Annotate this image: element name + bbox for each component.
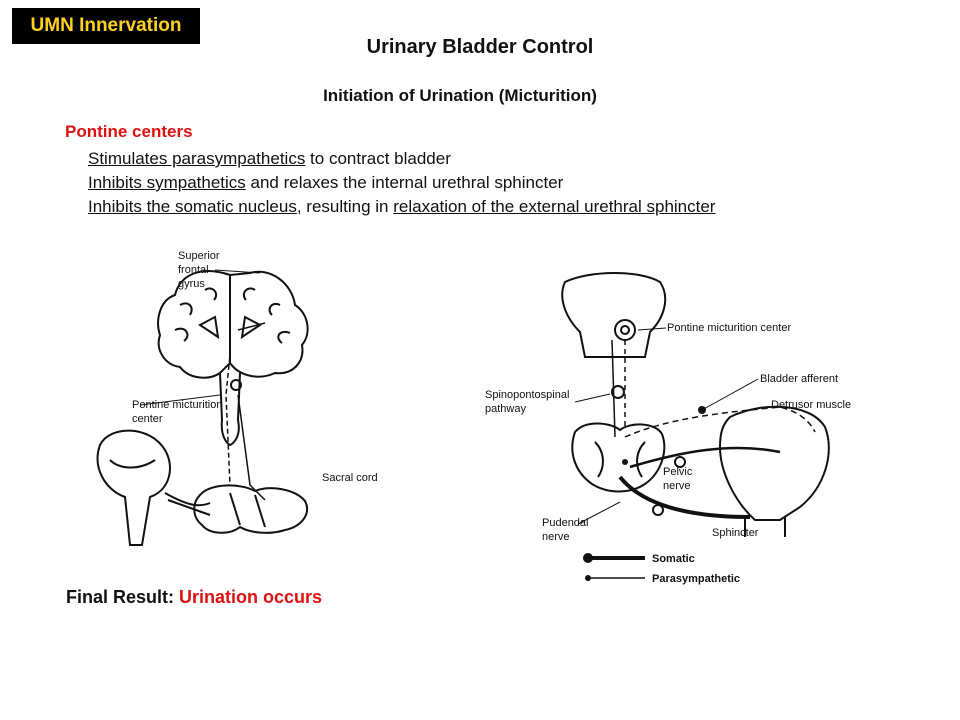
- bullet-3-middle: , resulting in: [296, 197, 394, 216]
- bladder-outline: [718, 405, 830, 521]
- bullet-2-underlined: Inhibits sympathetics: [88, 173, 246, 192]
- legend-parasympathetic: Parasympathetic: [652, 573, 740, 585]
- bullet-line-1: Stimulates parasympathetics to contract …: [88, 147, 715, 171]
- label-pudendal-nerve-1: Pudendal: [542, 517, 589, 529]
- final-result-value: Urination occurs: [179, 587, 323, 607]
- label-pelvic-nerve-2: nerve: [663, 480, 691, 492]
- pons-section: [561, 272, 667, 358]
- bullet-1-underlined: Stimulates parasympathetics: [88, 149, 306, 168]
- right-diagram: Pontine micturition center Bladder affer…: [485, 272, 851, 585]
- bullet-1-rest: to contract bladder: [305, 149, 451, 168]
- page-subtitle: Initiation of Urination (Micturition): [323, 86, 597, 105]
- label-pontine-center-1: Pontine micturition: [132, 399, 223, 411]
- brainstem: [219, 372, 241, 447]
- label-pudendal-nerve-2: nerve: [542, 531, 570, 543]
- label-spinopontospinal-2: pathway: [485, 403, 526, 415]
- bullet-3-underlined-1: Inhibits the somatic nucleus: [88, 197, 297, 216]
- label-superior: Superior: [178, 250, 220, 262]
- bullet-list: Stimulates parasympathetics to contract …: [88, 147, 715, 219]
- spinal-cord-section: [571, 422, 666, 493]
- left-diagram: Superior frontal gyrus Pontine micturiti…: [96, 250, 378, 546]
- label-pontine-center-2: center: [132, 413, 163, 425]
- label-gyrus: gyrus: [178, 278, 205, 290]
- label-frontal: frontal: [178, 264, 209, 276]
- label-sphincter: Sphincter: [712, 527, 759, 539]
- label-pontine-micturition-center: Pontine micturition center: [667, 322, 791, 334]
- label-pelvic-nerve-1: Pelvic: [663, 466, 693, 478]
- label-spinopontospinal-1: Spinopontospinal: [485, 389, 569, 401]
- legend-somatic: Somatic: [652, 553, 695, 565]
- bullet-3-underlined-2: relaxation of the external urethral sphi…: [393, 197, 716, 216]
- section-heading: Pontine centers: [65, 122, 193, 141]
- bullet-line-2: Inhibits sympathetics and relaxes the in…: [88, 171, 715, 195]
- label-detrusor-muscle: Detrusor muscle: [771, 399, 851, 411]
- bullet-line-3: Inhibits the somatic nucleus, resulting …: [88, 195, 715, 219]
- label-bladder-afferent: Bladder afferent: [760, 373, 838, 385]
- label-sacral-cord: Sacral cord: [322, 472, 378, 484]
- final-result-label: Final Result:: [66, 587, 180, 607]
- section-badge: UMN Innervation: [12, 8, 200, 44]
- sacral-cord-outline: [193, 484, 308, 534]
- page-title: Urinary Bladder Control: [366, 36, 594, 58]
- bullet-2-rest: and relaxes the internal urethral sphinc…: [245, 173, 564, 192]
- final-result: Final Result: Urination occurs: [66, 587, 322, 608]
- bladder-outline: [96, 429, 171, 546]
